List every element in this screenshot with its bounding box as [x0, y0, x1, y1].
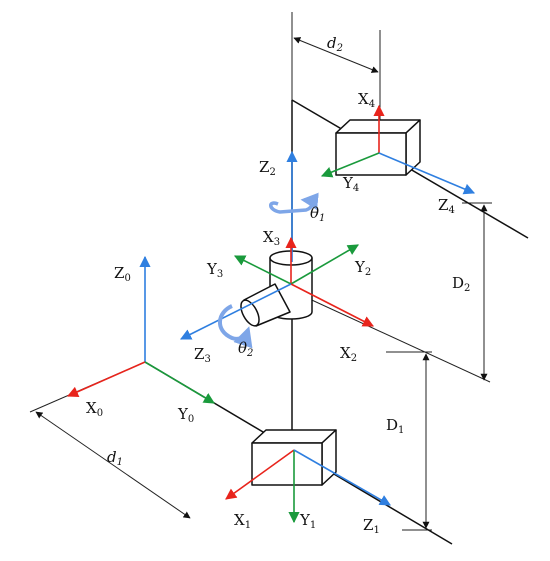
- label-z2: Z2: [259, 158, 276, 178]
- theta2-rotation-arrow: [218, 304, 253, 349]
- label-y2: Y2: [354, 258, 371, 278]
- label-D1: D1: [386, 416, 404, 436]
- label-y3: Y3: [206, 260, 223, 280]
- label-theta2: θ2: [238, 339, 253, 359]
- x0-axis: [66, 361, 146, 398]
- y2-axis: [290, 244, 359, 285]
- label-x3: X3: [263, 228, 280, 248]
- label-x4: X4: [358, 90, 375, 110]
- label-y1: Y1: [299, 511, 316, 531]
- label-y4: Y4: [342, 174, 359, 194]
- frame4-axes: [320, 104, 476, 195]
- frame1-axes: [225, 449, 391, 524]
- frame2-3-axes: [179, 150, 374, 340]
- x1-axis: [225, 449, 295, 500]
- label-z1: Z1: [363, 516, 380, 536]
- label-D2: D2: [452, 274, 470, 294]
- label-x2: X2: [340, 344, 357, 364]
- label-x0: X0: [86, 399, 103, 419]
- label-x1: X1: [234, 511, 251, 531]
- y0-axis: [144, 361, 215, 404]
- z4-axis: [378, 152, 476, 195]
- dim-d1-arrow: [35, 411, 191, 519]
- top-box: [335, 119, 421, 176]
- y4-axis: [320, 152, 380, 178]
- z1-axis: [293, 449, 391, 506]
- label-z3: Z3: [194, 345, 211, 365]
- dim-d2-arrow: [293, 37, 379, 73]
- label-y0: Y0: [177, 405, 194, 425]
- y3-axis: [233, 255, 292, 285]
- label-theta1: θ1: [310, 204, 325, 224]
- dimension-arrows: [35, 37, 488, 529]
- label-z0: Z0: [114, 264, 131, 284]
- theta1-rotation-arrow: [269, 192, 319, 214]
- x2-axis: [290, 283, 374, 327]
- rotation-arrows: [218, 192, 319, 349]
- label-d2: d2: [327, 34, 343, 54]
- z3-axis: [179, 283, 292, 340]
- frame0-axes: [66, 255, 215, 404]
- label-d1: d1: [107, 448, 123, 468]
- label-z4: Z4: [438, 196, 455, 216]
- revolute-joint: [240, 250, 313, 327]
- labels: Z0 X0 Y0 X1 Y1 Z1 Z2 Y2 X2 X3 Y3 Z3 X4 Y…: [86, 34, 470, 536]
